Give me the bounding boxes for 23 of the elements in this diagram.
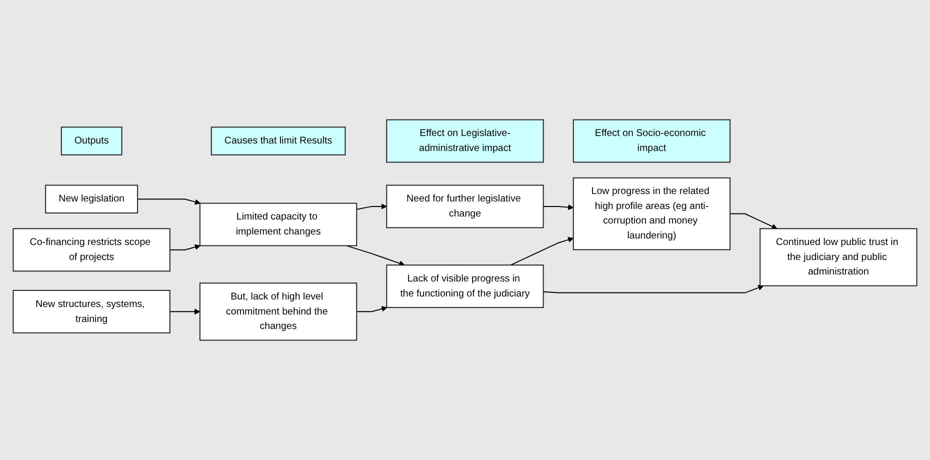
arrow (730, 213, 778, 230)
node-box: Low progress in the related high profile areas (eg anti-corruption and money laundering) (572, 177, 731, 250)
node-box: Effect on Legislative-administrative impact (386, 119, 544, 163)
node-box: Co-financing restricts scope of projects (12, 228, 170, 272)
arrow (137, 198, 200, 205)
arrow (542, 284, 764, 294)
node-box: Causes that limit Results (210, 126, 346, 156)
node-box: Effect on Socio-economic impact (572, 119, 731, 163)
arrow (346, 245, 405, 266)
node-box: Limited capacity to implement changes (199, 202, 358, 246)
node-box: Lack of visible progress in the functioning of the judiciary (386, 264, 544, 308)
node-box: But, lack of high level commitment behind the changes (199, 282, 358, 341)
node-box: Need for further legislative change (386, 184, 544, 228)
arrow (542, 204, 574, 210)
node-box: New legislation (45, 184, 138, 214)
node-box: Continued low public trust in the judiciary and public administration (760, 228, 918, 286)
arrow (169, 244, 200, 250)
arrow (510, 236, 574, 266)
arrow (169, 308, 200, 315)
arrow (356, 204, 387, 210)
node-box: Outputs (60, 126, 122, 156)
node-box: New structures, systems, training (12, 290, 170, 334)
arrow (356, 306, 388, 312)
